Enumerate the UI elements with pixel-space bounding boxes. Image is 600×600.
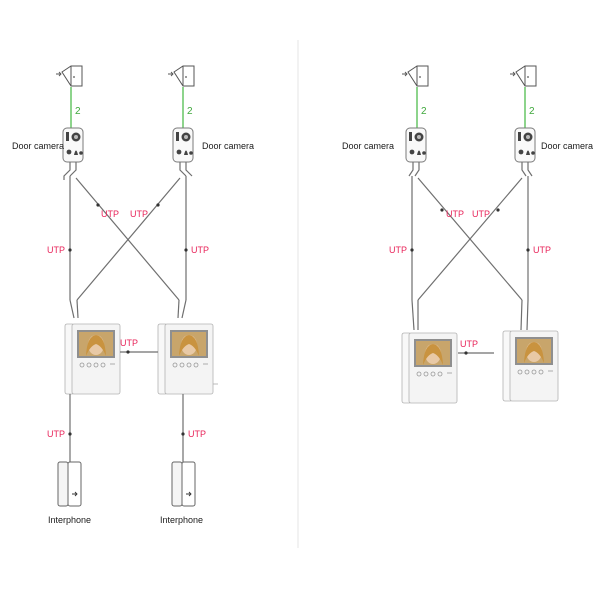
video-monitor-icon — [509, 330, 559, 402]
door-camera-icon — [172, 127, 194, 163]
door-camera-icon — [62, 127, 84, 163]
interphone-label: Interphone — [160, 515, 203, 525]
utp-label: UTP — [120, 338, 138, 348]
interphone-label: Interphone — [48, 515, 91, 525]
utp-label: UTP — [446, 209, 464, 219]
right-panel: 2 2 Door camera Door camera UTP UTP UTP … — [342, 65, 593, 404]
utp-label: UTP — [389, 245, 407, 255]
utp-label: UTP — [533, 245, 551, 255]
utp-label: UTP — [130, 209, 148, 219]
door-camera-label: Door camera — [342, 141, 394, 151]
utp-label: UTP — [47, 429, 65, 439]
utp-label: UTP — [460, 339, 478, 349]
video-monitor-icon — [71, 323, 121, 395]
interphone-icon — [171, 461, 196, 507]
video-monitor-icon — [164, 323, 214, 395]
wire-count-1: 2 — [75, 106, 81, 117]
utp-label: UTP — [188, 429, 206, 439]
utp-label: UTP — [472, 209, 490, 219]
door-icon — [509, 65, 537, 87]
wire-count-4: 2 — [529, 106, 535, 117]
door-camera-label: Door camera — [541, 141, 593, 151]
door-icon — [55, 65, 83, 87]
video-monitor-icon — [408, 332, 458, 404]
left-panel: 2 2 Door camera Door camera UTP UTP UTP — [12, 65, 254, 525]
door-camera-label: Door camera — [202, 141, 254, 151]
door-camera-icon — [405, 127, 427, 163]
utp-label: UTP — [47, 245, 65, 255]
door-icon — [167, 65, 195, 87]
door-camera-icon — [514, 127, 536, 163]
wire-count-3: 2 — [421, 106, 427, 117]
interphone-icon — [57, 461, 82, 507]
utp-label: UTP — [191, 245, 209, 255]
door-icon — [401, 65, 429, 87]
utp-label: UTP — [101, 209, 119, 219]
wire-count-2: 2 — [187, 106, 193, 117]
door-camera-label: Door camera — [12, 141, 64, 151]
